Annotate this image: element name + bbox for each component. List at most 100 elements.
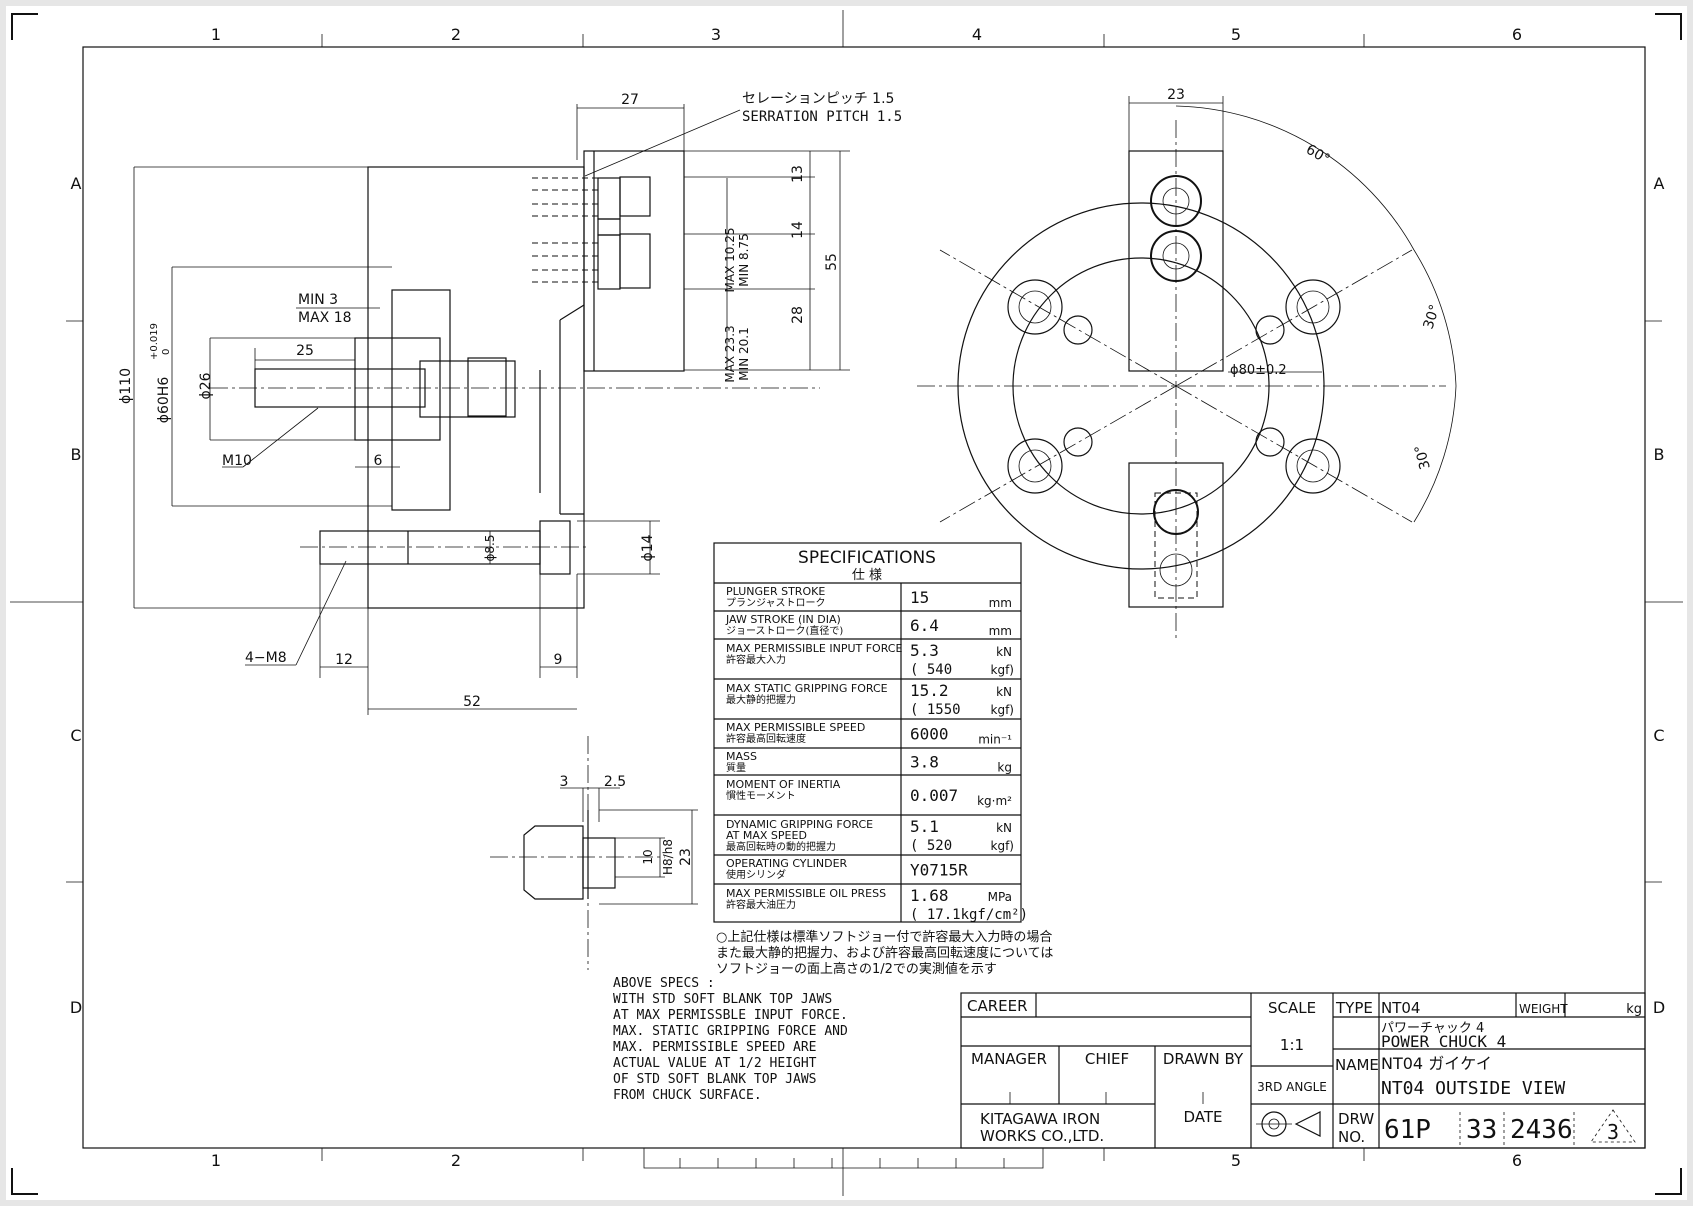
- tb-weight-label: WEIGHT: [1519, 1002, 1568, 1016]
- spec-row-0-label-jp: プランジャストローク: [726, 597, 826, 609]
- spec-title-jp: 仕 様: [852, 568, 882, 583]
- row-label-left-c: C: [70, 726, 81, 745]
- title-block: CAREER MANAGER CHIEF DRAWN BY DATE KITAG…: [960, 992, 1646, 1149]
- spec-row-4-unit: min⁻¹: [978, 733, 1012, 747]
- spec-row-3-value-2: ( 1550: [910, 702, 961, 718]
- dim-tol-upper: +0.019: [149, 323, 160, 360]
- spec-row-3-unit: kN: [996, 685, 1012, 699]
- zone-ticks: [10, 10, 1683, 1196]
- dim-tol-lower: 0: [161, 349, 172, 355]
- note-en-line-4: MAX. STATIC GRIPPING FORCE AND: [613, 1024, 848, 1039]
- spec-row-3-unit-2: kgf): [991, 703, 1014, 717]
- col-label-bottom-5: 5: [1231, 1151, 1241, 1170]
- tb-third-angle: 3RD ANGLE: [1257, 1080, 1327, 1094]
- row-label-right-c: C: [1653, 726, 1664, 745]
- spec-row-6-unit: kg·m²: [977, 794, 1012, 808]
- front-dim-23: 23: [1167, 87, 1185, 103]
- row-label-left-b: B: [71, 445, 82, 464]
- tb-chief: CHIEF: [1085, 1050, 1129, 1068]
- notes-en: ABOVE SPECS : WITH STD SOFT BLANK TOP JA…: [613, 976, 848, 1103]
- spec-row-3-label-en: MAX STATIC GRIPPING FORCE: [726, 682, 888, 695]
- tb-type-value: NT04: [1381, 999, 1420, 1017]
- dim-28: 28: [790, 306, 806, 324]
- dim-dia-8-5: ϕ8.5: [483, 535, 497, 562]
- spec-row-7-value-2: ( 520: [910, 838, 952, 854]
- col-label-top-3: 3: [711, 25, 721, 44]
- spec-row-8-value: Y0715R: [910, 861, 968, 880]
- thread-4-m8: 4−M8: [245, 650, 287, 666]
- dim-27: 27: [621, 92, 639, 108]
- tb-drw-number-a: 61P: [1384, 1115, 1431, 1145]
- dim-min-3: MIN 3: [298, 292, 338, 308]
- dim-min-20-1: MIN 20.1: [737, 327, 751, 380]
- tb-drw-number-b: 33: [1466, 1115, 1497, 1145]
- serration-note-en: SERRATION PITCH 1.5: [742, 109, 902, 125]
- note-jp-line-2: また最大静的把握力、および許容最高回転速度については: [716, 945, 1053, 961]
- front-dim-dia-80: ϕ80±0.2: [1230, 363, 1287, 378]
- dim-jaw-3: 3: [560, 774, 569, 790]
- row-label-left-d: D: [70, 998, 82, 1017]
- spec-row-2-unit-2: kgf): [991, 663, 1014, 677]
- col-label-top-1: 1: [211, 25, 221, 44]
- tb-revision: 3: [1607, 1120, 1619, 1144]
- tb-drw-label-2: NO.: [1338, 1128, 1365, 1146]
- col-label-bottom-1: 1: [211, 1151, 221, 1170]
- tb-manager: MANAGER: [971, 1050, 1047, 1068]
- dim-max-23-3: MAX 23.3: [723, 325, 737, 382]
- spec-row-6-label-en: MOMENT OF INERTIA: [726, 778, 841, 791]
- spec-row-7-label-en: AT MAX SPEED: [726, 829, 807, 842]
- spec-row-5-unit: kg: [997, 761, 1012, 775]
- dim-14: 14: [790, 221, 806, 239]
- dim-jaw-23: 23: [678, 848, 694, 866]
- dim-min-8-75: MIN 8.75: [737, 233, 751, 286]
- tb-name-jp-2: NT04 ガイケイ: [1381, 1054, 1492, 1073]
- spec-row-2-label-jp: 許容最大入力: [726, 653, 786, 666]
- tb-drawn-by: DRAWN BY: [1163, 1050, 1244, 1068]
- spec-row-8-label-en: OPERATING CYLINDER: [726, 857, 848, 870]
- note-jp-line-3: ソフトジョーの面上高さの1/2での実測値を示す: [716, 961, 997, 977]
- spec-row-4-value: 6000: [910, 725, 949, 744]
- spec-row-6-value: 0.007: [910, 786, 958, 805]
- note-en-line-1: ABOVE SPECS :: [613, 976, 715, 991]
- spec-title: SPECIFICATIONS: [798, 548, 936, 568]
- dim-9: 9: [554, 652, 563, 668]
- tb-scale-label: SCALE: [1268, 999, 1316, 1017]
- col-label-top-4: 4: [972, 25, 982, 44]
- spec-row-9-label-en: MAX PERMISSIBLE OIL PRESS: [726, 887, 886, 900]
- dim-jaw-10: 10: [641, 849, 655, 864]
- center-ruler: [643, 1148, 1044, 1169]
- col-label-bottom-2: 2: [451, 1151, 461, 1170]
- dim-max-10-25: MAX 10.25: [723, 228, 737, 293]
- spec-row-9-unit: MPa: [988, 890, 1012, 904]
- note-jp-line-1: ○上記仕様は標準ソフトジョー付で許容最大入力時の場合: [716, 929, 1052, 945]
- row-label-right-a: A: [1654, 174, 1665, 193]
- tb-drw-number-c: 2436: [1510, 1115, 1573, 1145]
- thread-m10: M10: [222, 453, 252, 469]
- front-view: 23 60° 30° 30° ϕ80±0.2: [917, 87, 1457, 640]
- spec-row-0-label-en: PLUNGER STROKE: [726, 585, 825, 598]
- dim-6: 6: [374, 453, 383, 469]
- notes-jp: ○上記仕様は標準ソフトジョー付で許容最大入力時の場合 また最大静的把握力、および…: [716, 929, 1053, 977]
- spec-row-0-value: 15: [910, 588, 929, 607]
- spec-row-5-label-en: MASS: [726, 750, 757, 763]
- tb-drw-label-1: DRW: [1338, 1110, 1374, 1128]
- spec-row-9-label-jp: 許容最大油圧力: [726, 898, 796, 911]
- corner-marks: [11, 13, 1682, 1195]
- spec-row-3-value: 15.2: [910, 681, 949, 700]
- col-label-top-5: 5: [1231, 25, 1241, 44]
- note-en-line-8: FROM CHUCK SURFACE.: [613, 1088, 762, 1103]
- dim-dia-60-h6: ϕ60H6: [156, 377, 172, 424]
- spec-row-8-label-jp: 使用シリンダ: [726, 868, 786, 881]
- spec-row-1-unit: mm: [989, 624, 1012, 638]
- dim-dia-14: ϕ14: [640, 534, 656, 561]
- dim-55: 55: [824, 253, 840, 271]
- dim-jaw-2-5: 2.5: [604, 774, 626, 790]
- drawing-border: [82, 46, 1646, 1149]
- side-view: 27 セレーションピッチ 1.5 SERRATION PITCH 1.5 13 …: [118, 91, 902, 715]
- specifications-table: SPECIFICATIONS 仕 様 PLUNGER STROKEプランジャスト…: [713, 542, 1028, 923]
- spec-row-7-unit-2: kgf): [991, 839, 1014, 853]
- spec-row-5-value: 3.8: [910, 753, 939, 772]
